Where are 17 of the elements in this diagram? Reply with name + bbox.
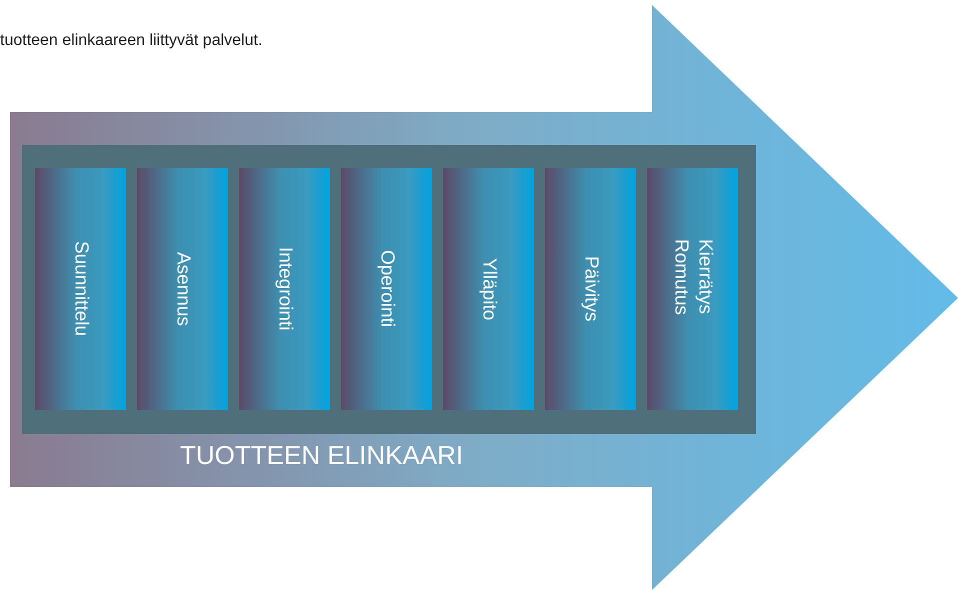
stage-label: Kierrätys Romutus: [670, 239, 716, 318]
stage-label: Päivitys: [580, 256, 602, 322]
stage-box: [137, 168, 228, 410]
stage-box: [239, 168, 330, 410]
stage-label: Integrointi: [274, 247, 296, 331]
stage-box: [647, 168, 738, 410]
stage-box: [341, 168, 432, 410]
stage-label: Suunnittelu: [70, 241, 92, 337]
stage-box: [35, 168, 126, 410]
heading-text: tuotteen elinkaareen liittyvät palvelut.: [0, 32, 262, 50]
stage-box: [545, 168, 636, 410]
stage-label: Ylläpito: [478, 258, 500, 320]
stage-label: Operointi: [376, 250, 398, 328]
stages-panel: [22, 145, 756, 434]
stage-box: [443, 168, 534, 410]
arrow-label: TUOTTEEN ELINKAARI: [180, 440, 464, 471]
stage-label: Asennus: [172, 252, 194, 326]
